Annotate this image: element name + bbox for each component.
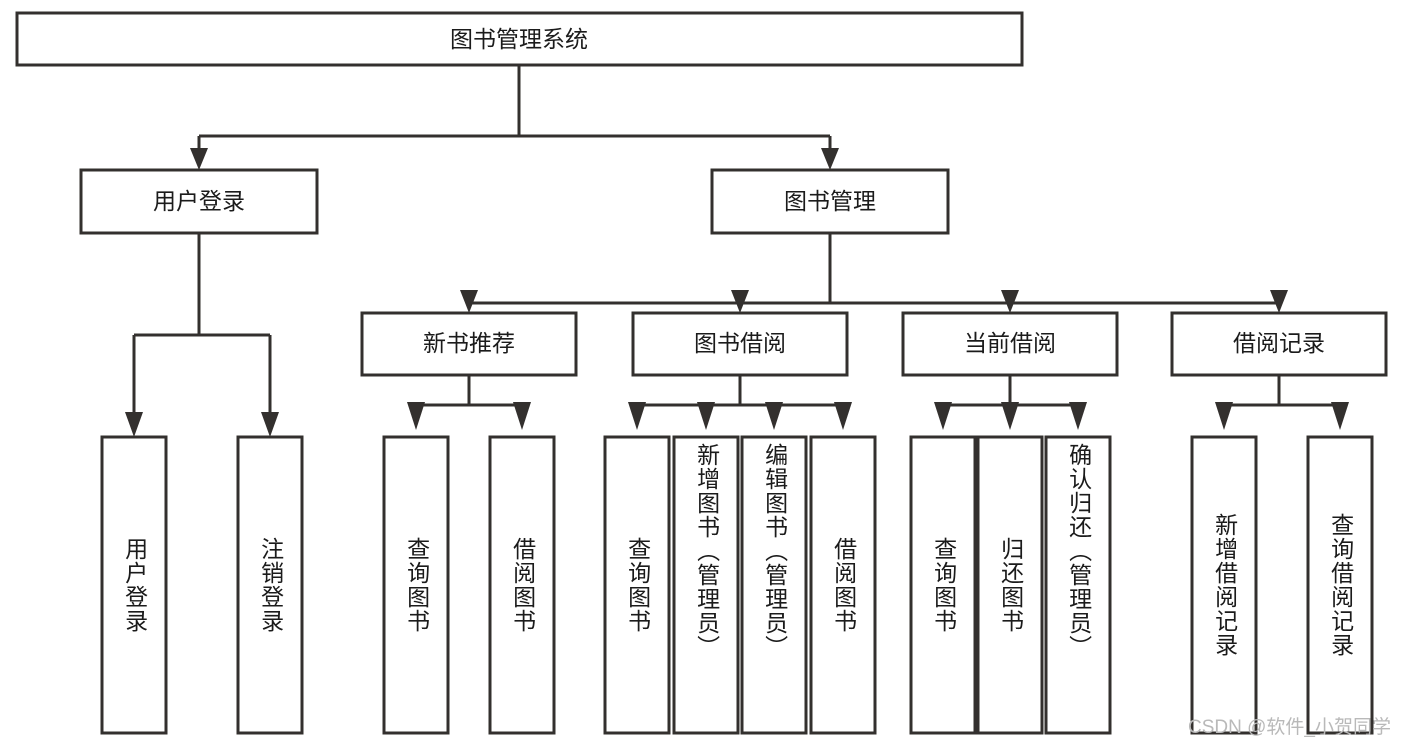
node-current-borrow-box[interactable] [901, 311, 1119, 377]
arrow-head-borrow-records [1270, 290, 1288, 313]
node-book-management-box[interactable] [710, 168, 950, 235]
node-current-borrow[interactable]: 当前借阅 [901, 311, 1119, 377]
arrow-head-current-borrow [1001, 290, 1019, 313]
arrow-head-leaf-confirm-return [1069, 402, 1087, 430]
arrow-head-new-book-recommend [460, 290, 478, 313]
leaf-edit-book-box[interactable] [740, 435, 808, 735]
arrow-head-leaf-return-book [1001, 402, 1019, 430]
node-current-borrow-label: 当前借阅 [964, 330, 1056, 356]
node-book-management-label: 图书管理 [784, 188, 876, 214]
arrow-head-book-management [821, 148, 839, 170]
node-user-login-box[interactable] [79, 168, 319, 235]
arrow-head-book-borrow [731, 290, 749, 313]
arrow-head-leaf-query-record [1331, 402, 1349, 430]
arrow-head-leaf-add-record [1215, 402, 1233, 430]
leaf-return-book-box[interactable] [976, 435, 1044, 735]
node-new-book-recommend[interactable]: 新书推荐 [360, 311, 578, 377]
node-root[interactable]: 图书管理系统 [15, 11, 1024, 67]
node-borrow-records-label: 借阅记录 [1233, 330, 1325, 356]
node-new-book-recommend-label: 新书推荐 [423, 330, 515, 356]
node-new-book-recommend-box[interactable] [360, 311, 578, 377]
arrow-head-user-login [190, 148, 208, 170]
arrow-head-leaf-query-books-2 [628, 402, 646, 430]
leaf-query-books-1-box[interactable] [382, 435, 450, 735]
node-root-box[interactable] [15, 11, 1024, 67]
leaf-borrow-books-2-box[interactable] [809, 435, 877, 735]
node-borrow-records-box[interactable] [1170, 311, 1388, 377]
leaf-query-books-3-box[interactable] [909, 435, 977, 735]
arrow-head-leaf-query-books-3 [934, 402, 952, 430]
arrow-head-leaf-logout [261, 412, 279, 437]
node-user-login-label: 用户登录 [153, 188, 245, 214]
node-borrow-records[interactable]: 借阅记录 [1170, 311, 1388, 377]
node-book-borrow-box[interactable] [631, 311, 849, 377]
leaf-query-record-box[interactable] [1306, 435, 1374, 735]
leaf-borrow-books-1-box[interactable] [488, 435, 556, 735]
arrow-head-leaf-borrow-books-1 [513, 402, 531, 430]
arrow-head-leaf-query-books-1 [407, 402, 425, 430]
node-book-management[interactable]: 图书管理 [710, 168, 950, 235]
leaf-add-book-box[interactable] [672, 435, 740, 735]
leaf-query-books-2-box[interactable] [603, 435, 671, 735]
leaf-confirm-return-box[interactable] [1044, 435, 1112, 735]
arrow-head-leaf-add-book [697, 402, 715, 430]
arrow-head-leaf-edit-book [765, 402, 783, 430]
arrow-head-leaf-borrow-books-2 [834, 402, 852, 430]
arrow-head-leaf-user-login [125, 412, 143, 437]
leaf-logout-box[interactable] [236, 435, 304, 735]
node-book-borrow-label: 图书借阅 [694, 330, 786, 356]
leaf-add-record-box[interactable] [1190, 435, 1258, 735]
connector-group [125, 65, 1349, 437]
node-user-login[interactable]: 用户登录 [79, 168, 319, 235]
node-book-borrow[interactable]: 图书借阅 [631, 311, 849, 377]
node-root-label: 图书管理系统 [450, 26, 588, 52]
leaf-user-login-box[interactable] [100, 435, 168, 735]
